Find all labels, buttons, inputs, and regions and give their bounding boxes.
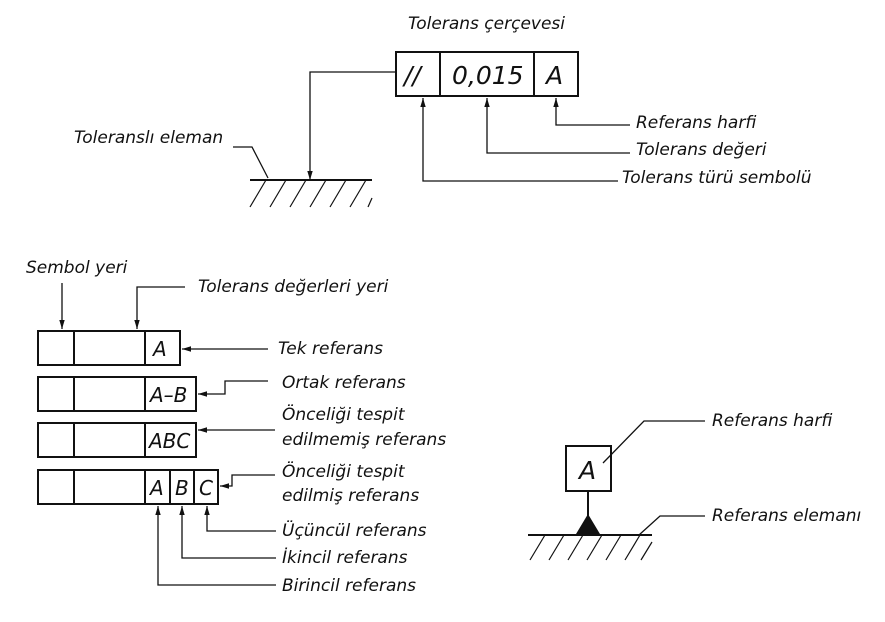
frame-unordered-datum bbox=[37, 422, 197, 458]
datum-letter-box-leader bbox=[602, 420, 705, 464]
frame-single-datum bbox=[37, 330, 181, 366]
secondary-leader bbox=[179, 506, 276, 559]
row2-datum: A–B bbox=[148, 383, 187, 407]
tertiary-leader bbox=[204, 506, 276, 532]
values-place-arrow bbox=[134, 286, 185, 329]
label-symbol-place: Sembol yeri bbox=[26, 258, 128, 278]
row4-datum-b: B bbox=[175, 476, 189, 500]
label-type-symbol: Tolerans türü sembolü bbox=[622, 168, 812, 188]
label-datum-element: Referans elemanı bbox=[712, 506, 861, 526]
frame-leader-arrow bbox=[307, 71, 396, 180]
toleranced-element-surface bbox=[249, 179, 373, 208]
frame-common-datum bbox=[37, 376, 197, 412]
row1-datum: A bbox=[151, 337, 167, 361]
tolerance-value: 0,015 bbox=[452, 61, 524, 90]
label-toleranced-element: Toleranslı eleman bbox=[74, 128, 223, 148]
label-unordered-l2: edilmemiş referans bbox=[282, 430, 446, 450]
type-symbol-leader bbox=[420, 98, 618, 182]
frame-title: Tolerans çerçevesi bbox=[408, 14, 565, 34]
label-values-place: Tolerans değerleri yeri bbox=[198, 277, 389, 297]
label-tolerance-value: Tolerans değeri bbox=[636, 140, 767, 160]
tolerance-frame bbox=[395, 51, 579, 97]
row2-leader bbox=[198, 380, 268, 397]
primary-leader bbox=[155, 506, 276, 586]
label-tertiary: Üçüncül referans bbox=[282, 519, 427, 541]
datum-box-letter: A bbox=[577, 456, 596, 485]
datum-element-leader bbox=[638, 515, 705, 536]
row4-datum-c: C bbox=[199, 476, 213, 500]
label-datum-letter: Referans harfi bbox=[636, 113, 756, 133]
toleranced-element-leader bbox=[233, 146, 269, 179]
label-common-datum: Ortak referans bbox=[282, 373, 406, 393]
datum-triangle bbox=[575, 514, 601, 536]
label-unordered-l1: Önceliği tespit bbox=[282, 403, 406, 425]
label-ordered-l1: Önceliği tespit bbox=[282, 460, 406, 482]
label-ordered-l2: edilmiş referans bbox=[282, 486, 419, 506]
datum-letter: A bbox=[544, 61, 563, 90]
label-single-datum: Tek referans bbox=[278, 339, 383, 359]
datum-letter-leader bbox=[553, 98, 630, 126]
tolerance-type-symbol: // bbox=[402, 61, 423, 90]
frame-ordered-datums bbox=[37, 469, 219, 505]
row4-datum-a: A bbox=[148, 476, 164, 500]
row4-leader bbox=[220, 474, 275, 489]
tolerance-value-leader bbox=[484, 98, 630, 154]
label-primary: Birincil referans bbox=[282, 576, 416, 596]
label-right-datum-letter: Referans harfi bbox=[712, 411, 832, 431]
label-secondary: İkincil referans bbox=[282, 547, 408, 568]
row3-datum: ABC bbox=[147, 429, 190, 453]
datum-element-surface bbox=[528, 534, 653, 561]
